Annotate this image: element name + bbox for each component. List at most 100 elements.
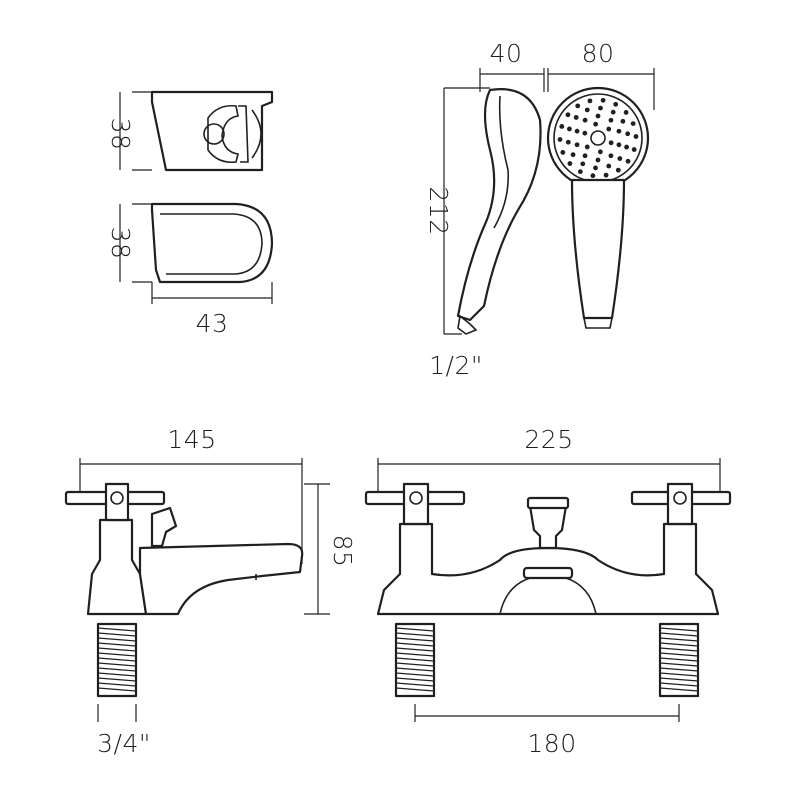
nozzle-dot xyxy=(631,147,637,152)
holder-depth-label: 43 xyxy=(196,309,229,338)
nozzle-dot xyxy=(557,137,563,142)
nozzle-dot xyxy=(608,140,614,146)
tap-centres-label: 180 xyxy=(527,729,576,758)
thread-line xyxy=(659,657,699,662)
handset-side-view xyxy=(443,68,545,335)
nozzle-dot xyxy=(598,105,603,111)
handset-length-label: 212 xyxy=(424,186,453,235)
thread-line xyxy=(395,682,435,687)
nozzle-dot xyxy=(610,109,616,115)
nozzle-dot xyxy=(608,117,614,123)
thread-line xyxy=(97,687,137,692)
nozzle-dot xyxy=(587,98,593,104)
nozzle-dot xyxy=(567,161,573,166)
holder-side-view xyxy=(119,202,274,304)
nozzle-dot xyxy=(570,152,576,158)
nozzle-dot xyxy=(600,97,606,103)
nozzle-dot xyxy=(573,115,579,120)
handset-side-width-label: 40 xyxy=(490,39,523,68)
thread-line xyxy=(395,657,435,662)
nozzle-dot xyxy=(623,110,629,115)
front-tail-threads xyxy=(395,627,699,692)
thread-line xyxy=(395,627,435,632)
nozzle-dot xyxy=(567,126,572,132)
tail-size-label: 3/4" xyxy=(97,729,151,758)
nozzle-dot xyxy=(606,126,612,132)
thread-line xyxy=(659,662,699,667)
nozzle-dot xyxy=(575,103,581,109)
thread-line xyxy=(659,677,699,682)
nozzle-dot xyxy=(624,144,629,150)
thread-line xyxy=(97,677,137,682)
thread-line xyxy=(395,667,435,672)
thread-line xyxy=(97,637,137,642)
thread-line xyxy=(97,682,137,687)
spout-reach-label: 145 xyxy=(167,425,216,454)
nozzle-dot xyxy=(606,163,612,169)
thread-line xyxy=(395,687,435,692)
thread-line xyxy=(97,632,137,637)
handset-head-diameter-label: 80 xyxy=(582,39,615,68)
thread-line xyxy=(659,667,699,672)
thread-line xyxy=(97,667,137,672)
nozzle-dot xyxy=(584,144,590,150)
mixer-height-label: 85 xyxy=(328,535,357,568)
nozzle-dot xyxy=(603,172,609,178)
thread-line xyxy=(395,637,435,642)
mixer-side-view xyxy=(64,458,330,722)
nozzle-dot xyxy=(620,118,626,124)
nozzle-dot xyxy=(616,128,622,134)
nozzle-dot xyxy=(574,128,580,134)
thread-line xyxy=(395,672,435,677)
nozzle-dot xyxy=(625,131,631,137)
nozzle-dot xyxy=(590,173,596,179)
nozzle-dot xyxy=(593,121,599,127)
thread-line xyxy=(97,652,137,657)
overall-width-label: 225 xyxy=(524,425,573,454)
nozzle-dot xyxy=(584,107,590,113)
thread-line xyxy=(659,632,699,637)
thread-line xyxy=(659,652,699,657)
thread-line xyxy=(395,662,435,667)
nozzle-dot xyxy=(577,169,583,175)
thread-line xyxy=(659,627,699,632)
nozzle-dot xyxy=(582,130,588,136)
nozzle-dot xyxy=(580,161,586,167)
thread-line xyxy=(659,637,699,642)
nozzle-dot xyxy=(597,149,603,155)
thread-line xyxy=(395,677,435,682)
nozzle-dot xyxy=(560,150,566,155)
thread-line xyxy=(659,682,699,687)
side-tail-threads xyxy=(97,627,137,692)
nozzle-dot xyxy=(565,139,571,145)
nozzle-dot xyxy=(633,134,639,139)
thread-line xyxy=(659,672,699,677)
thread-line xyxy=(659,687,699,692)
mixer-front-view xyxy=(364,458,732,722)
nozzle-dot xyxy=(595,157,601,163)
thread-line xyxy=(97,662,137,667)
thread-line xyxy=(97,657,137,662)
nozzle-dot xyxy=(613,101,619,107)
nozzle-dot xyxy=(595,113,601,119)
holder-front-view xyxy=(119,90,274,172)
thread-line xyxy=(97,627,137,632)
nozzle-dot xyxy=(565,112,571,118)
nozzle-dot xyxy=(617,156,623,161)
thread-line xyxy=(97,647,137,652)
nozzle-dot xyxy=(625,158,631,164)
nozzle-dot xyxy=(608,153,614,159)
thread-line xyxy=(659,642,699,647)
thread-line xyxy=(395,652,435,657)
thread-line xyxy=(97,642,137,647)
holder-front-height-label: 38 xyxy=(106,118,135,151)
nozzle-dot xyxy=(630,121,636,126)
nozzle-dot xyxy=(615,167,621,173)
thread-line xyxy=(395,642,435,647)
thread-line xyxy=(97,672,137,677)
nozzle-dot xyxy=(574,142,580,148)
nozzle-dot xyxy=(593,165,598,171)
nozzle-dot xyxy=(582,153,588,159)
handset-front-view xyxy=(546,68,655,329)
